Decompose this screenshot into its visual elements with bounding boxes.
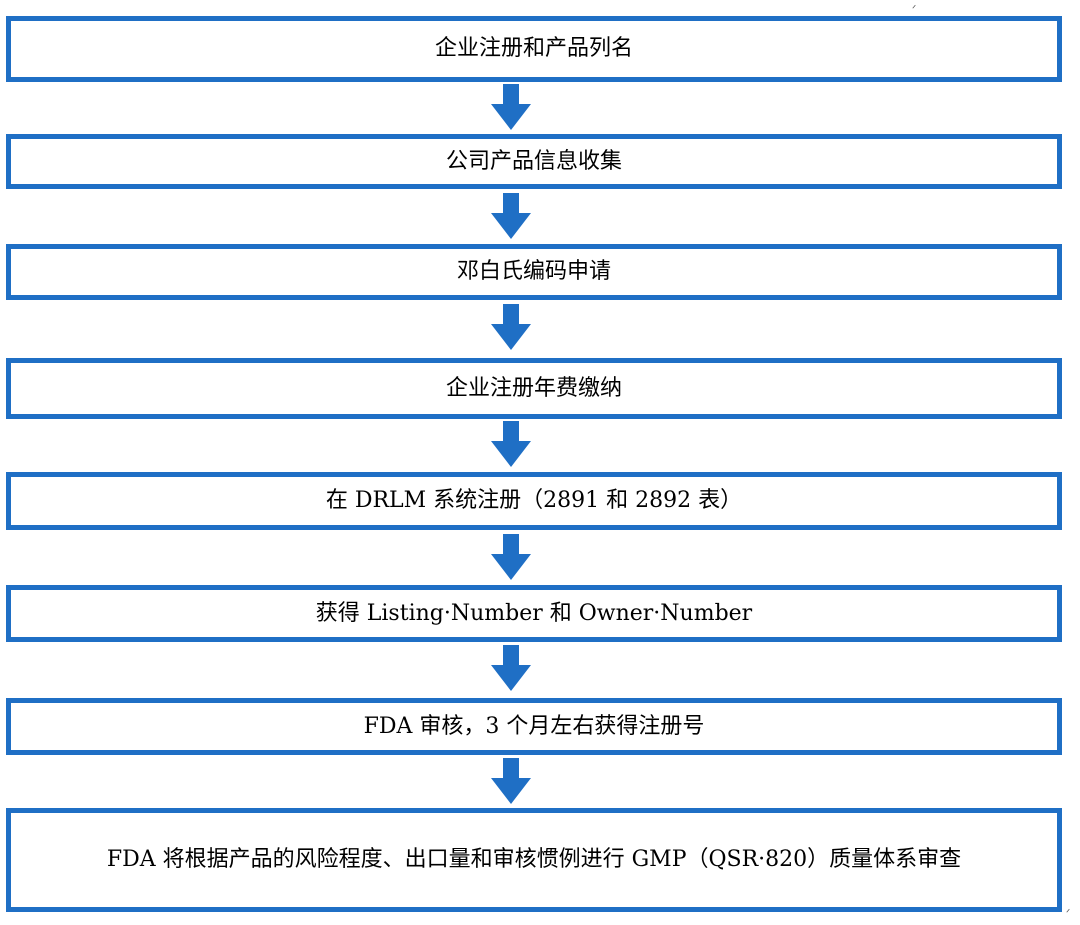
step-box-2: 公司产品信息收集	[6, 134, 1062, 189]
arrow-down-icon	[491, 304, 531, 350]
arrow-down-icon	[491, 534, 531, 580]
corner-mark-bottom: ᐟ	[1066, 908, 1071, 919]
arrow-down-icon	[491, 645, 531, 691]
step-label-3: 邓白氏编码申请	[456, 259, 611, 284]
step-label-4: 企业注册年费缴纳	[445, 375, 622, 401]
step-label-2: 公司产品信息收集	[445, 148, 622, 174]
step-label-1: 企业注册和产品列名	[434, 36, 633, 61]
step-box-4: 企业注册年费缴纳	[6, 358, 1062, 419]
step-box-8: FDA 将根据产品的风险程度、出口量和审核惯例进行 GMP（QSR·820）质量…	[6, 808, 1062, 912]
step-box-3: 邓白氏编码申请	[6, 244, 1062, 300]
step-box-1: 企业注册和产品列名	[6, 16, 1062, 82]
step-box-7: FDA 审核，3 个月左右获得注册号	[6, 698, 1062, 755]
arrow-down-icon	[491, 758, 531, 804]
corner-mark-top: ᐟ	[912, 4, 917, 15]
arrow-down-icon	[491, 84, 531, 130]
arrow-down-icon	[491, 193, 531, 239]
step-box-5: 在 DRLM 系统注册（2891 和 2892 表）	[6, 472, 1062, 530]
arrow-down-icon	[491, 421, 531, 467]
step-label-8: FDA 将根据产品的风险程度、出口量和审核惯例进行 GMP（QSR·820）质量…	[106, 847, 962, 872]
step-box-6: 获得 Listing·Number 和 Owner·Number	[6, 585, 1062, 642]
step-label-6: 获得 Listing·Number 和 Owner·Number	[315, 600, 753, 626]
step-label-5: 在 DRLM 系统注册（2891 和 2892 表）	[325, 488, 743, 513]
step-label-7: FDA 审核，3 个月左右获得注册号	[363, 713, 705, 739]
